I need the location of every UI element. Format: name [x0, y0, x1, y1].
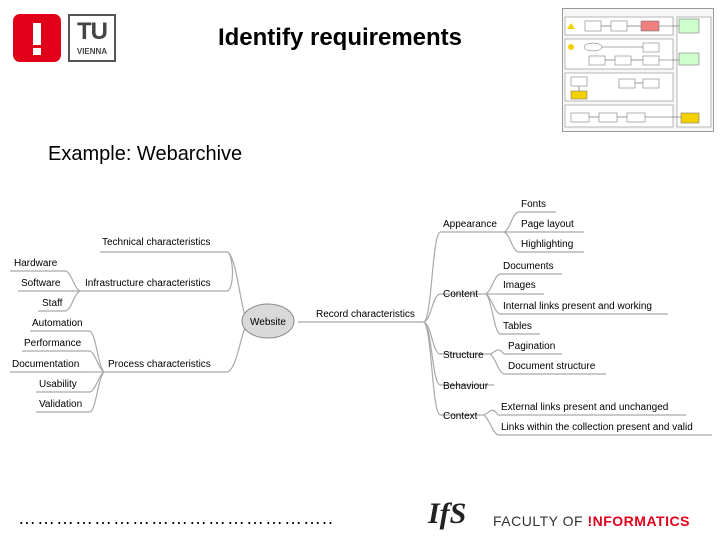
example-heading: Example: Webarchive: [48, 143, 243, 165]
hardware-label: Hardware: [14, 258, 58, 269]
staff-label: Staff: [42, 298, 63, 309]
appearance-label: Appearance: [443, 219, 497, 230]
workflow-thumbnail: [562, 8, 714, 132]
performance-label: Performance: [24, 338, 82, 349]
internal-links-label: Internal links present and working: [503, 301, 652, 312]
highlighting-label: Highlighting: [521, 239, 573, 250]
pagination-label: Pagination: [508, 341, 555, 352]
exclamation-icon: [33, 23, 41, 45]
images-label: Images: [503, 280, 536, 291]
content-label: Content: [443, 289, 478, 300]
usability-label: Usability: [39, 379, 77, 390]
center-node: [241, 303, 295, 339]
center-node-label: Website: [250, 317, 286, 328]
document-structure-label: Document structure: [508, 361, 596, 372]
tables-label: Tables: [503, 321, 532, 332]
software-label: Software: [21, 278, 61, 289]
documents-label: Documents: [503, 261, 554, 272]
page-layout-label: Page layout: [521, 219, 574, 230]
footer-dots: …………………………………………..: [18, 508, 335, 528]
automation-label: Automation: [32, 318, 83, 329]
structure-label: Structure: [443, 350, 484, 361]
infrastructure-characteristics-label: Infrastructure characteristics: [85, 278, 211, 289]
mindmap-diagram: Website Record characteristics Appearanc…: [10, 199, 712, 436]
faculty-logo: FACULTY OF !NFORMATICS: [493, 513, 690, 529]
documentation-label: Documentation: [12, 359, 79, 370]
tu-vienna-logo: TU VIENNA: [68, 14, 116, 62]
ifs-logo: IfS: [428, 497, 467, 530]
slide-title: Identify requirements: [217, 24, 463, 51]
behaviour-label: Behaviour: [443, 381, 489, 392]
external-links-label: External links present and unchanged: [501, 402, 668, 413]
context-label: Context: [443, 411, 478, 422]
fonts-label: Fonts: [521, 199, 546, 210]
validation-label: Validation: [39, 399, 82, 410]
links-within-label: Links within the collection present and …: [501, 422, 693, 433]
record-characteristics-label: Record characteristics: [316, 309, 415, 320]
technical-characteristics-label: Technical characteristics: [102, 237, 210, 248]
tu-logo-mark: [13, 14, 61, 62]
process-characteristics-label: Process characteristics: [108, 359, 211, 370]
